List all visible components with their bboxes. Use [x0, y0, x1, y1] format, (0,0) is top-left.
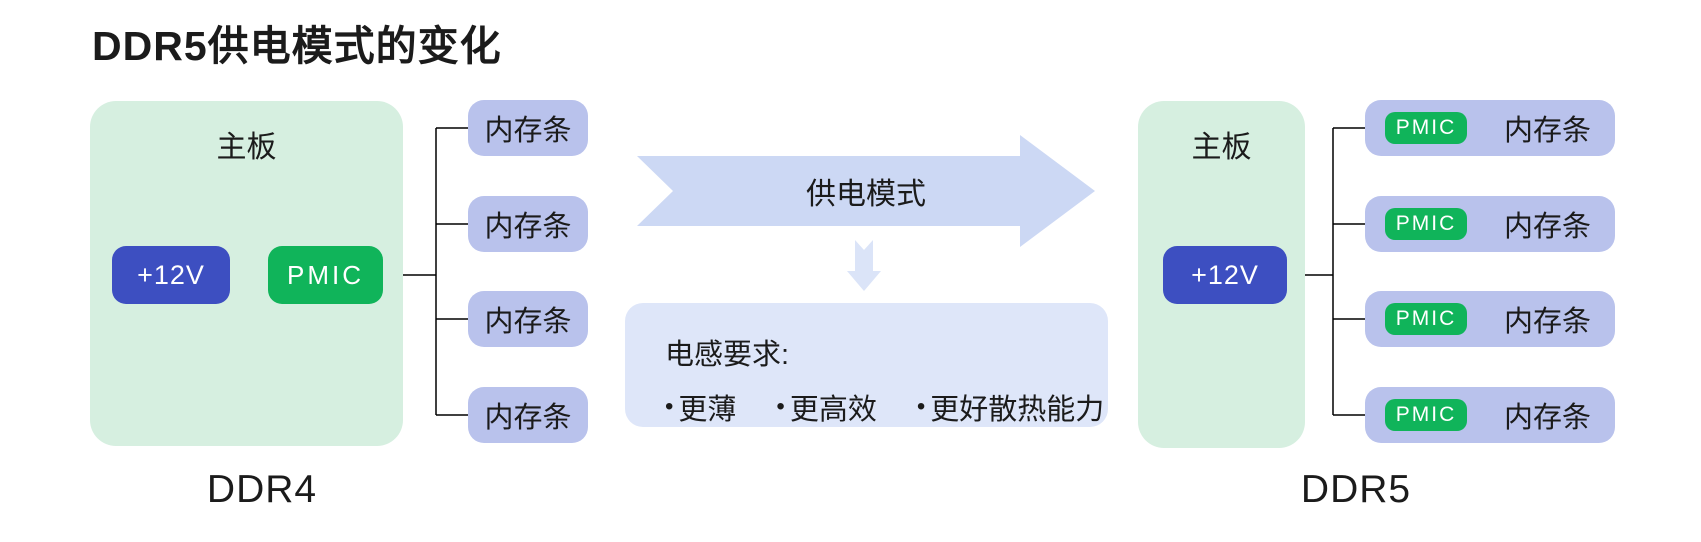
- ddr4-memory-module-4: 内存条: [468, 387, 588, 443]
- down-arrow-shape: [847, 240, 881, 291]
- ddr5-module-3-label: 内存条: [1504, 306, 1592, 338]
- ddr4-group-label: DDR4: [206, 468, 318, 511]
- ddr5-memory-module-2: PMIC 内存条: [1365, 196, 1615, 252]
- ddr5-module-4-pmic-badge: PMIC: [1385, 399, 1467, 431]
- ddr4-motherboard-label: 主板: [216, 131, 277, 164]
- ddr4-memory-module-1: 内存条: [468, 100, 588, 156]
- bullet-dot: •: [776, 393, 785, 420]
- ddr5-module-3-pmic-badge: PMIC: [1385, 303, 1467, 335]
- ddr5-motherboard-label: 主板: [1191, 131, 1252, 164]
- ddr5-power-12v-box: +12V: [1163, 246, 1287, 304]
- bullet-text-3: 更好散热能力: [930, 394, 1105, 426]
- ddr4-memory-module-2: 内存条: [468, 196, 588, 252]
- ddr5-memory-module-1: PMIC 内存条: [1365, 100, 1615, 156]
- ddr5-module-1-pmic-badge: PMIC: [1385, 112, 1467, 144]
- transition-arrow-shape: [637, 135, 1095, 247]
- bullet-item-3: • 更好散热能力: [917, 386, 1104, 428]
- ddr4-pmic-box: PMIC: [268, 246, 383, 304]
- ddr5-module-2-label: 内存条: [1504, 211, 1592, 243]
- transition-arrow-label: 供电模式: [806, 178, 926, 211]
- ddr5-group-label: DDR5: [1300, 468, 1412, 511]
- inductor-requirements-bullets: • 更薄 • 更高效 • 更好散热能力: [665, 386, 1108, 428]
- inductor-requirements-box: 电感要求: • 更薄 • 更高效 • 更好散热能力: [625, 303, 1108, 427]
- ddr4-power-12v-box: +12V: [112, 246, 230, 304]
- ddr5-connectors: [1287, 127, 1365, 416]
- bullet-item-1: • 更薄: [665, 386, 736, 428]
- ddr5-memory-module-4: PMIC 内存条: [1365, 387, 1615, 443]
- ddr5-memory-module-3: PMIC 内存条: [1365, 291, 1615, 347]
- ddr5-module-2-pmic-badge: PMIC: [1385, 208, 1467, 240]
- ddr4-memory-module-3: 内存条: [468, 291, 588, 347]
- bullet-dot: •: [665, 393, 674, 420]
- bullet-item-2: • 更高效: [776, 386, 876, 428]
- bullet-text-2: 更高效: [789, 394, 877, 426]
- ddr5-module-4-label: 内存条: [1504, 402, 1592, 434]
- bullet-text-1: 更薄: [678, 394, 737, 426]
- inductor-requirements-title: 电感要求:: [665, 339, 790, 371]
- bullet-dot: •: [916, 393, 926, 420]
- ddr5-module-1-label: 内存条: [1504, 115, 1592, 147]
- page-title: DDR5供电模式的变化: [92, 23, 502, 69]
